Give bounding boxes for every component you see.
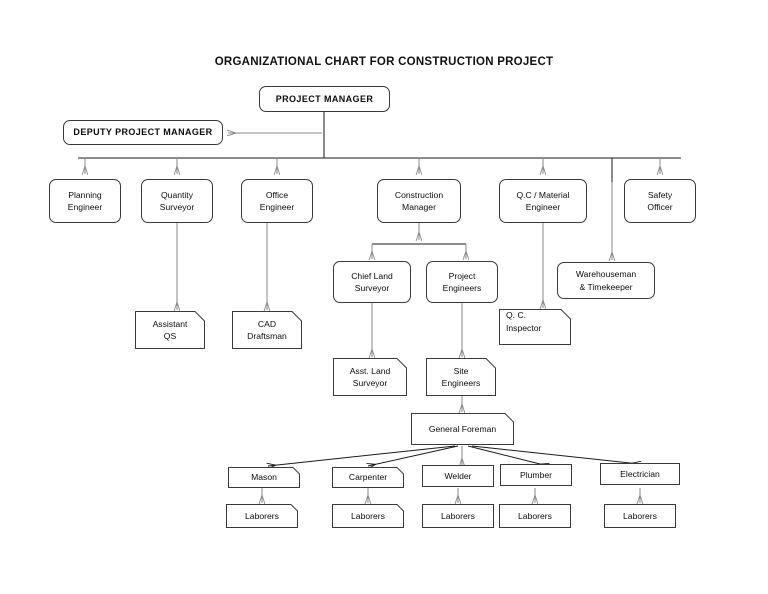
node-project-engineers[interactable]: Project Engineers <box>426 261 498 303</box>
node-warehouseman-timekeeper[interactable]: Warehouseman & Timekeeper <box>557 262 655 299</box>
node-label-line2: Officer <box>647 202 673 212</box>
node-asst-land-surveyor[interactable]: Asst. Land Surveyor <box>333 358 407 396</box>
node-laborers-welder[interactable]: Laborers <box>422 504 494 528</box>
node-quantity-surveyor[interactable]: Quantity Surveyor <box>141 179 213 223</box>
node-office-engineer[interactable]: Office Engineer <box>241 179 313 223</box>
node-construction-manager[interactable]: Construction Manager <box>377 179 461 223</box>
node-label-line1: Construction <box>394 189 444 200</box>
clipped-box-shape <box>232 311 302 349</box>
node-deputy-project-manager[interactable]: DEPUTY PROJECT MANAGER <box>63 120 223 145</box>
node-laborers-electrician[interactable]: Laborers <box>604 504 676 528</box>
node-label: Laborers <box>441 510 475 521</box>
clipped-box-shape <box>499 309 571 345</box>
node-label: PROJECT MANAGER <box>275 93 374 104</box>
node-label-line1: Safety <box>647 189 673 200</box>
node-label-line2: Draftsman <box>247 331 287 341</box>
node-assistant-qs[interactable]: Assistant QS <box>135 311 205 349</box>
node-label: Carpenter <box>348 472 388 483</box>
node-label: Plumber <box>520 469 552 480</box>
node-label-line1: CAD <box>257 318 277 329</box>
node-label-line2: & Timekeeper <box>579 281 633 292</box>
node-site-engineers[interactable]: Site Engineers <box>426 358 496 396</box>
node-label-line1: Warehouseman <box>575 269 637 279</box>
node-label-line1: Asst. Land <box>349 365 391 376</box>
node-label-line2: Surveyor <box>354 283 390 293</box>
node-carpenter[interactable]: Carpenter <box>332 467 404 488</box>
node-label-line1: Site <box>453 365 469 376</box>
node-label-line1: Office <box>265 189 289 200</box>
node-qc-material-engineer[interactable]: Q.C / Material Engineer <box>499 179 587 223</box>
node-label-line2: Engineers <box>442 283 482 293</box>
node-label-line2: Engineer <box>525 202 561 212</box>
node-mason[interactable]: Mason <box>228 467 300 488</box>
node-qc-inspector[interactable]: Q. C. Inspector <box>499 309 571 345</box>
node-label-line2: Engineers <box>441 378 481 388</box>
node-label-line2: Engineer <box>259 202 295 212</box>
node-label: Laborers <box>518 510 552 521</box>
clipped-box-shape <box>135 311 205 349</box>
node-label-line1: Project <box>448 270 476 281</box>
node-label-line2: Inspector <box>506 322 542 333</box>
clipped-box-shape <box>332 504 404 528</box>
node-label-line1: Q. C. <box>506 310 527 320</box>
node-general-foreman[interactable]: General Foreman <box>411 413 514 445</box>
clipped-box-shape <box>333 358 407 396</box>
node-label: Welder <box>444 470 472 481</box>
node-label-line2: Engineer <box>67 202 103 212</box>
node-welder[interactable]: Welder <box>422 465 494 487</box>
node-planning-engineer[interactable]: Planning Engineer <box>49 179 121 223</box>
node-laborers-mason[interactable]: Laborers <box>226 504 298 528</box>
node-label-line1: Chief Land <box>351 270 393 281</box>
node-label-line2: QS <box>163 331 177 341</box>
node-plumber[interactable]: Plumber <box>500 464 572 486</box>
node-chief-land-surveyor[interactable]: Chief Land Surveyor <box>333 261 411 303</box>
clipped-box-shape <box>426 358 496 396</box>
node-project-manager[interactable]: PROJECT MANAGER <box>259 86 390 112</box>
clipped-box-shape <box>332 467 404 488</box>
node-safety-officer[interactable]: Safety Officer <box>624 179 696 223</box>
clipped-box-shape <box>226 504 298 528</box>
node-label-line2: Manager <box>402 202 436 212</box>
node-label: Electrician <box>620 468 660 479</box>
node-label-line1: Assistant <box>152 318 188 329</box>
node-label: Mason <box>251 472 277 483</box>
node-label-line1: Quantity <box>160 189 193 200</box>
node-cad-draftsman[interactable]: CAD Draftsman <box>232 311 302 349</box>
node-electrician[interactable]: Electrician <box>600 463 680 485</box>
node-label: Laborers <box>245 510 279 521</box>
clipped-box-shape <box>411 413 514 445</box>
node-laborers-carpenter[interactable]: Laborers <box>332 504 404 528</box>
node-label: General Foreman <box>428 423 497 434</box>
page-title: ORGANIZATIONAL CHART FOR CONSTRUCTION PR… <box>214 56 554 68</box>
node-label-line1: Q.C / Material <box>516 189 570 200</box>
node-label: Laborers <box>351 510 385 521</box>
node-label-line2: Surveyor <box>352 378 388 388</box>
node-label: DEPUTY PROJECT MANAGER <box>73 127 213 138</box>
clipped-box-shape <box>228 467 300 488</box>
node-label-line2: Surveyor <box>159 202 195 212</box>
node-label-line1: Planning <box>68 189 102 200</box>
node-laborers-plumber[interactable]: Laborers <box>499 504 571 528</box>
node-label: Laborers <box>623 510 657 521</box>
